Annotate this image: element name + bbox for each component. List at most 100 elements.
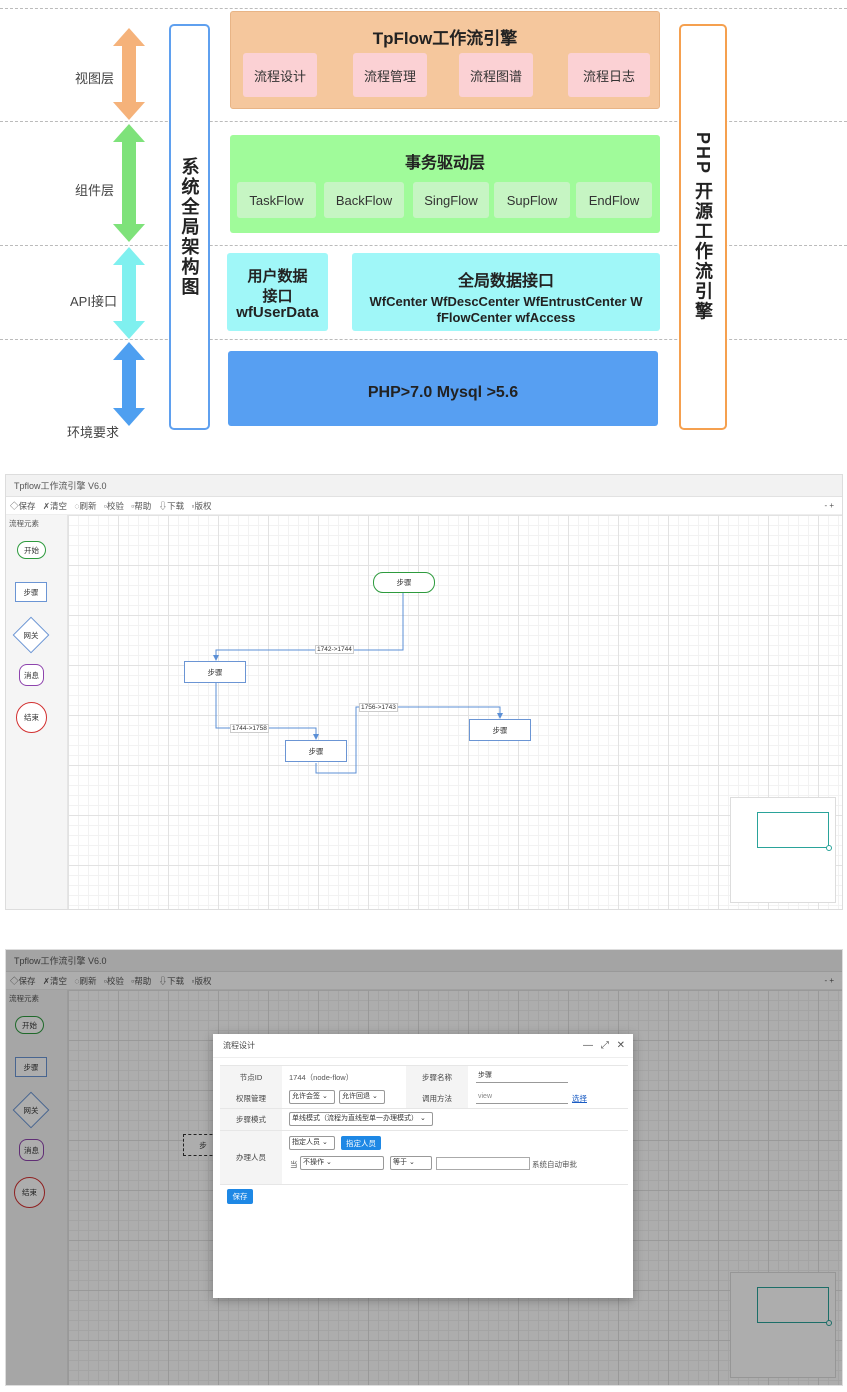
permission-select-countersign-value: 允许会签 — [292, 1093, 320, 1100]
permission-select-countersign[interactable]: 允许会签 ⌄ — [289, 1090, 335, 1104]
minimap-viewport[interactable] — [757, 1287, 829, 1323]
component-panel-title: 事务驱动层 — [404, 155, 485, 172]
palette-step[interactable]: 步骤 — [15, 582, 47, 602]
palette-title: 流程元素 — [9, 519, 39, 528]
download-button[interactable]: ⇩下载 — [158, 976, 185, 986]
form-label-cell — [220, 1066, 282, 1108]
row-divider — [220, 1130, 628, 1131]
edge-1756-1743[interactable] — [315, 706, 503, 774]
close-icon[interactable]: ✕ — [616, 1040, 625, 1051]
user-data-line3: wfUserData — [236, 304, 319, 321]
palette-message[interactable]: 消息 — [19, 1139, 44, 1161]
assign-handler-button[interactable]: 指定人员 — [341, 1136, 381, 1150]
clear-button[interactable]: ✗清空 — [42, 501, 68, 511]
environment-text: PHP>7.0 Mysql >5.6 — [367, 384, 519, 401]
flow-editor-window: Tpflow工作流引擎 V6.0 ◇保存 ✗清空 ◌刷新 ▫校验 ▫帮助 ⇩下载… — [5, 474, 843, 910]
flow-design-modal: 流程设计 — ⤢ ✕ 节点ID 1744（node-flow） 步骤名称 步骤 — [213, 1034, 633, 1298]
system-architecture-label: 系统全局架构图 — [179, 157, 200, 297]
api-layer-arrow — [113, 247, 145, 339]
condition-operator-select[interactable]: 等于 ⌄ — [390, 1156, 432, 1170]
mode-select-value: 单线模式（流程为直线型单一办理模式） — [292, 1115, 418, 1122]
permission-select-return[interactable]: 允许回退 ⌄ — [339, 1090, 385, 1104]
permission-label: 权限管理 — [236, 1094, 266, 1103]
form-label-cell — [406, 1066, 468, 1108]
step-name-label: 步骤名称 — [422, 1073, 452, 1082]
refresh-button[interactable]: ◌刷新 — [74, 501, 97, 511]
view-item-log: 流程日志 — [568, 53, 650, 97]
form-label-cell — [220, 1108, 282, 1185]
zoom-controls[interactable]: - + — [824, 501, 834, 510]
global-api-title: 全局数据接口 — [457, 273, 554, 290]
download-button[interactable]: ⇩下载 — [158, 501, 185, 511]
component-supflow: SupFlow — [494, 182, 570, 218]
palette-sidebar: 流程元素 开始 步骤 网关 消息 结束 — [6, 515, 68, 909]
environment-panel: PHP>7.0 Mysql >5.6 — [228, 351, 658, 426]
help-button[interactable]: ▫帮助 — [131, 501, 152, 511]
view-panel-title: TpFlow工作流引擎 — [372, 29, 518, 48]
divider — [0, 8, 847, 9]
check-button[interactable]: ▫校验 — [103, 976, 124, 986]
global-data-api-panel: 全局数据接口 WfCenter WfDescCenter WfEntrustCe… — [352, 253, 660, 331]
palette-end[interactable]: 结束 — [14, 1177, 45, 1208]
copyright-button[interactable]: ▫版权 — [191, 976, 212, 986]
palette-step[interactable]: 步骤 — [15, 1057, 47, 1077]
divider — [0, 245, 847, 246]
condition-action-select[interactable]: 不操作 ⌄ — [300, 1156, 384, 1170]
help-button[interactable]: ▫帮助 — [131, 976, 152, 986]
method-select-link[interactable]: 选择 — [572, 1094, 587, 1103]
view-item-design: 流程设计 — [243, 53, 317, 97]
edge-1742-1744[interactable] — [213, 593, 404, 661]
layer-label-view: 视图层 — [75, 71, 115, 86]
minimap-handle[interactable] — [826, 845, 832, 851]
check-button[interactable]: ▫校验 — [103, 501, 124, 511]
condition-operator-value: 等于 — [393, 1159, 407, 1166]
editor-toolbar: ◇保存 ✗清空 ◌刷新 ▫校验 ▫帮助 ⇩下载 ▫版权 - + — [6, 497, 842, 515]
layer-label-component: 组件层 — [75, 183, 115, 198]
flow-node-start[interactable]: 步骤 — [373, 572, 435, 593]
component-layer-panel: 事务驱动层 TaskFlow BackFlow SingFlow SupFlow… — [230, 135, 660, 233]
modal-title: 流程设计 — [223, 1041, 255, 1050]
editor-title: Tpflow工作流引擎 V6.0 — [6, 950, 842, 972]
edge-label: 1756->1743 — [359, 703, 398, 712]
flow-node[interactable]: 步骤 — [469, 719, 531, 741]
clear-button[interactable]: ✗清空 — [42, 976, 68, 986]
method-input[interactable]: view — [476, 1091, 568, 1104]
refresh-button[interactable]: ◌刷新 — [74, 976, 97, 986]
minimap-viewport[interactable] — [757, 812, 829, 848]
save-button[interactable]: ◇保存 — [10, 501, 36, 511]
save-button[interactable]: ◇保存 — [10, 976, 36, 986]
palette-message[interactable]: 消息 — [19, 664, 44, 686]
palette-end[interactable]: 结束 — [16, 702, 47, 733]
maximize-icon[interactable]: ⤢ — [600, 1040, 609, 1051]
condition-action-value: 不操作 — [303, 1159, 324, 1166]
minimap[interactable] — [730, 797, 836, 903]
minimap-handle[interactable] — [826, 1320, 832, 1326]
global-api-line1: WfCenter WfDescCenter WfEntrustCenter W — [369, 294, 643, 309]
view-layer-arrow — [113, 28, 145, 120]
palette-gateway[interactable]: 网关 — [12, 616, 50, 654]
node-id-value: 1744（node-flow） — [289, 1073, 354, 1082]
modal-form: 节点ID 1744（node-flow） 步骤名称 步骤 权限管理 允许会签 ⌄… — [220, 1065, 628, 1185]
palette-start[interactable]: 开始 — [17, 541, 46, 559]
palette-start[interactable]: 开始 — [15, 1016, 44, 1034]
condition-value-input[interactable] — [436, 1157, 530, 1170]
env-layer-arrow — [113, 342, 145, 426]
mode-select[interactable]: 单线模式（流程为直线型单一办理模式） ⌄ — [289, 1112, 433, 1126]
flow-node[interactable]: 步骤 — [285, 740, 347, 762]
minimap[interactable] — [730, 1272, 836, 1378]
flow-canvas[interactable]: 1742->1744 1744->1758 1756->1743 步骤 步骤 步… — [68, 515, 842, 909]
minimize-icon[interactable]: — — [583, 1040, 594, 1051]
component-taskflow: TaskFlow — [237, 182, 316, 218]
copyright-button[interactable]: ▫版权 — [191, 501, 212, 511]
handler-select[interactable]: 指定人员 ⌄ — [289, 1136, 335, 1150]
layer-label-api: API接口 — [70, 294, 117, 309]
modal-save-button[interactable]: 保存 — [227, 1189, 253, 1204]
node-id-label: 节点ID — [239, 1073, 263, 1082]
zoom-controls[interactable]: - + — [824, 976, 834, 985]
flow-canvas[interactable]: 步 — [68, 990, 842, 1385]
step-name-input[interactable]: 步骤 — [476, 1070, 568, 1083]
permission-select-return-value: 允许回退 — [342, 1093, 370, 1100]
view-item-graph: 流程图谱 — [459, 53, 533, 97]
flow-node[interactable]: 步骤 — [184, 661, 246, 683]
row-divider — [220, 1184, 628, 1185]
